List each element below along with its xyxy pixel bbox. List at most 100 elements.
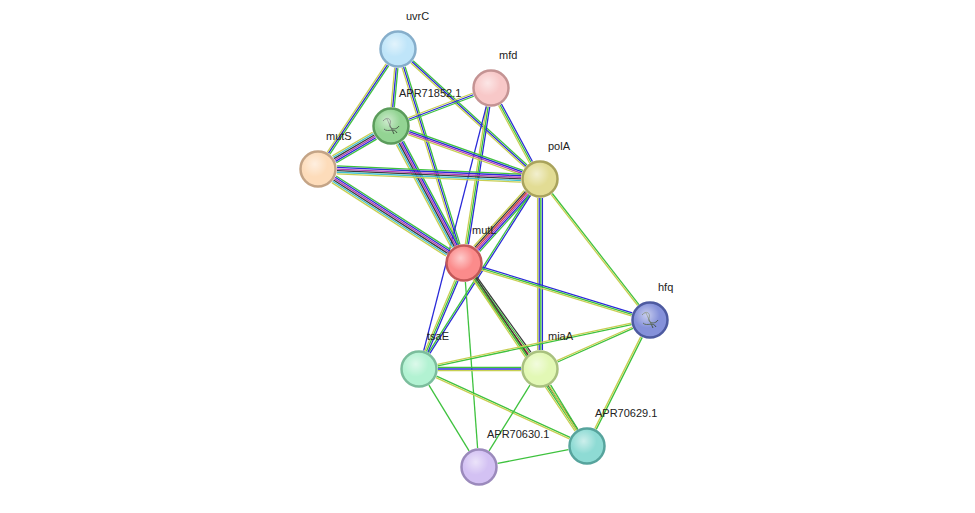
protein-node: mutL bbox=[445, 244, 483, 282]
evidence-line bbox=[474, 190, 525, 246]
evidence-line bbox=[391, 68, 395, 107]
evidence-line bbox=[409, 96, 473, 121]
node-circle bbox=[521, 350, 559, 388]
interaction-edge bbox=[408, 130, 523, 175]
node-fill bbox=[523, 162, 558, 197]
node-circle bbox=[400, 350, 438, 388]
interaction-edge bbox=[482, 267, 633, 316]
node-fill bbox=[570, 429, 605, 464]
evidence-line bbox=[335, 177, 449, 250]
evidence-line bbox=[552, 193, 639, 304]
evidence-line bbox=[489, 385, 530, 451]
protein-label: APR70630.1 bbox=[487, 428, 549, 440]
evidence-line bbox=[333, 181, 447, 254]
protein-node: hfq bbox=[631, 301, 669, 339]
protein-label: tsaE bbox=[427, 330, 449, 342]
evidence-line bbox=[408, 135, 521, 175]
protein-node: APR70629.1 bbox=[568, 427, 606, 465]
evidence-line bbox=[500, 105, 531, 163]
interaction-edge bbox=[498, 450, 569, 464]
evidence-line bbox=[537, 198, 538, 350]
node-fill bbox=[523, 352, 558, 387]
evidence-line bbox=[499, 105, 530, 163]
evidence-line bbox=[551, 385, 578, 430]
node-gloss bbox=[524, 353, 557, 386]
evidence-line bbox=[482, 269, 632, 315]
node-gloss bbox=[375, 110, 408, 143]
evidence-line bbox=[477, 194, 528, 250]
interaction-edge bbox=[391, 68, 398, 107]
protein-node: polA bbox=[521, 160, 559, 198]
node-fill bbox=[301, 152, 336, 187]
evidence-line bbox=[337, 174, 521, 182]
interaction-edge bbox=[396, 141, 458, 248]
node-gloss bbox=[634, 304, 667, 337]
protein-node: APR70630.1 bbox=[460, 448, 498, 486]
evidence-line bbox=[539, 198, 540, 350]
interaction-edge bbox=[489, 385, 530, 451]
interaction-edge bbox=[551, 193, 639, 305]
node-circle bbox=[372, 107, 410, 145]
protein-node: mfd bbox=[472, 69, 510, 107]
node-fill bbox=[462, 450, 497, 485]
protein-node: uvrC bbox=[379, 30, 417, 68]
evidence-line bbox=[438, 368, 521, 369]
interaction-edge bbox=[429, 385, 469, 451]
node-circle bbox=[521, 160, 559, 198]
protein-label: mutL bbox=[472, 224, 496, 236]
evidence-line bbox=[409, 132, 522, 172]
interaction-edge bbox=[549, 385, 578, 430]
protein-label: polA bbox=[548, 140, 570, 152]
evidence-line bbox=[332, 183, 446, 256]
interaction-edge bbox=[538, 198, 543, 350]
protein-node: APR71852.1 bbox=[372, 107, 410, 145]
node-fill bbox=[474, 71, 509, 106]
evidence-line bbox=[409, 133, 522, 173]
evidence-line bbox=[549, 386, 576, 431]
evidence-line bbox=[429, 385, 469, 451]
evidence-line bbox=[410, 130, 523, 170]
evidence-line bbox=[425, 280, 455, 351]
node-circle bbox=[445, 244, 483, 282]
evidence-line bbox=[477, 277, 531, 352]
evidence-line bbox=[482, 270, 632, 316]
node-gloss bbox=[382, 33, 415, 66]
evidence-line bbox=[336, 176, 450, 249]
interaction-edge bbox=[337, 166, 521, 182]
node-fill bbox=[402, 352, 437, 387]
evidence-line bbox=[430, 195, 531, 353]
node-fill bbox=[633, 303, 668, 338]
interaction-edge bbox=[332, 176, 450, 256]
evidence-line bbox=[551, 194, 638, 305]
node-gloss bbox=[302, 153, 335, 186]
interaction-edge bbox=[425, 280, 458, 352]
evidence-line bbox=[428, 281, 458, 352]
node-gloss bbox=[463, 451, 496, 484]
node-fill bbox=[447, 246, 482, 281]
node-fill bbox=[374, 109, 409, 144]
evidence-line bbox=[501, 104, 532, 162]
evidence-line bbox=[398, 144, 453, 247]
evidence-line bbox=[479, 195, 530, 251]
interaction-edge bbox=[465, 282, 477, 448]
evidence-line bbox=[438, 367, 521, 368]
node-gloss bbox=[571, 430, 604, 463]
node-circle bbox=[379, 30, 417, 68]
protein-label: hfq bbox=[658, 281, 673, 293]
evidence-line bbox=[465, 282, 477, 448]
node-gloss bbox=[475, 72, 508, 105]
interaction-edge bbox=[499, 104, 533, 163]
protein-label: uvrC bbox=[406, 10, 429, 22]
node-circle bbox=[631, 301, 669, 339]
node-circle bbox=[472, 69, 510, 107]
node-circle bbox=[460, 448, 498, 486]
evidence-line bbox=[336, 139, 376, 163]
interaction-edge bbox=[474, 190, 530, 251]
evidence-line bbox=[476, 278, 578, 429]
protein-label: mfd bbox=[499, 49, 517, 61]
node-gloss bbox=[448, 247, 481, 280]
protein-node: miaA bbox=[521, 350, 559, 388]
evidence-line bbox=[498, 450, 569, 464]
evidence-line bbox=[540, 198, 541, 350]
